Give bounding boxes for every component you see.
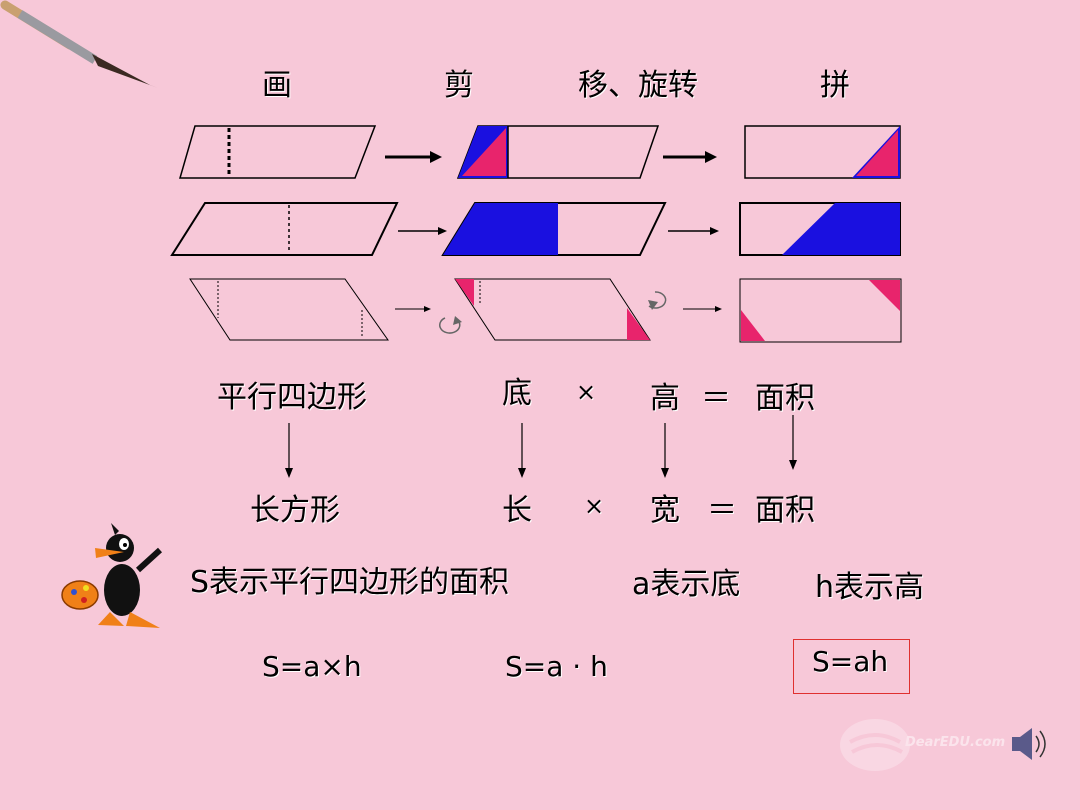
row2-arrow-2 (668, 227, 719, 235)
down-arrow (285, 423, 293, 478)
formula-s-equals-ah: S=ah (812, 645, 889, 678)
row3-arrow-1 (395, 306, 431, 312)
step-label-move-rotate: 移、旋转 (578, 68, 698, 103)
formula-area: 面积 (755, 381, 815, 416)
formula-height: 高 (650, 381, 680, 416)
row3-rectangle (739, 278, 902, 343)
row1-cut-parallelogram (456, 125, 660, 179)
formula-base: 底 (502, 376, 532, 411)
row2-rectangle (739, 202, 901, 256)
down-arrow (518, 423, 526, 478)
formula-width: 宽 (650, 493, 680, 528)
down-arrow (789, 415, 797, 470)
row2-arrow-1 (398, 227, 447, 235)
row3-cut-parallelogram (454, 278, 651, 341)
times-sign: × (576, 378, 597, 406)
formula-parallelogram: 平行四边形 (217, 380, 367, 415)
row1-rectangle (744, 125, 901, 179)
step-label-cut: 剪 (444, 68, 474, 103)
equals-sign: ＝ (701, 381, 731, 416)
row1-arrow-2 (663, 151, 717, 163)
row3-arrow-2 (683, 306, 722, 312)
down-arrow (661, 423, 669, 478)
row1-draw-parallelogram (179, 125, 377, 179)
step-label-draw: 画 (262, 68, 292, 103)
row1-arrow-1 (385, 151, 442, 163)
formula-area: 面积 (755, 493, 815, 528)
formula-length: 长 (502, 493, 532, 528)
times-sign: × (584, 492, 605, 520)
formula-rectangle: 长方形 (250, 493, 340, 528)
definition-a: a表示底 (632, 567, 741, 602)
equals-sign: ＝ (707, 493, 737, 528)
step-label-assemble: 拼 (820, 68, 850, 103)
row3-draw-parallelogram (189, 278, 389, 341)
rotate-arrow-icon (439, 316, 462, 334)
watermark-logo (840, 719, 910, 771)
cartoon-duck-icon (61, 523, 163, 628)
row2-draw-parallelogram (170, 202, 399, 256)
answer-box (793, 639, 910, 694)
watermark-text: DearEDU.com (905, 735, 1006, 750)
formula-s-equals-a-times-h: S=a×h (262, 650, 362, 683)
definition-h: h表示高 (815, 570, 925, 605)
speaker-icon[interactable] (1012, 728, 1046, 760)
definition-s: S表示平行四边形的面积 (190, 565, 510, 600)
formula-s-equals-a-dot-h: S=a · h (505, 650, 608, 683)
row2-cut-parallelogram (441, 202, 667, 256)
paintbrush-icon (0, 0, 158, 88)
rotate-arrow-icon (648, 291, 667, 310)
